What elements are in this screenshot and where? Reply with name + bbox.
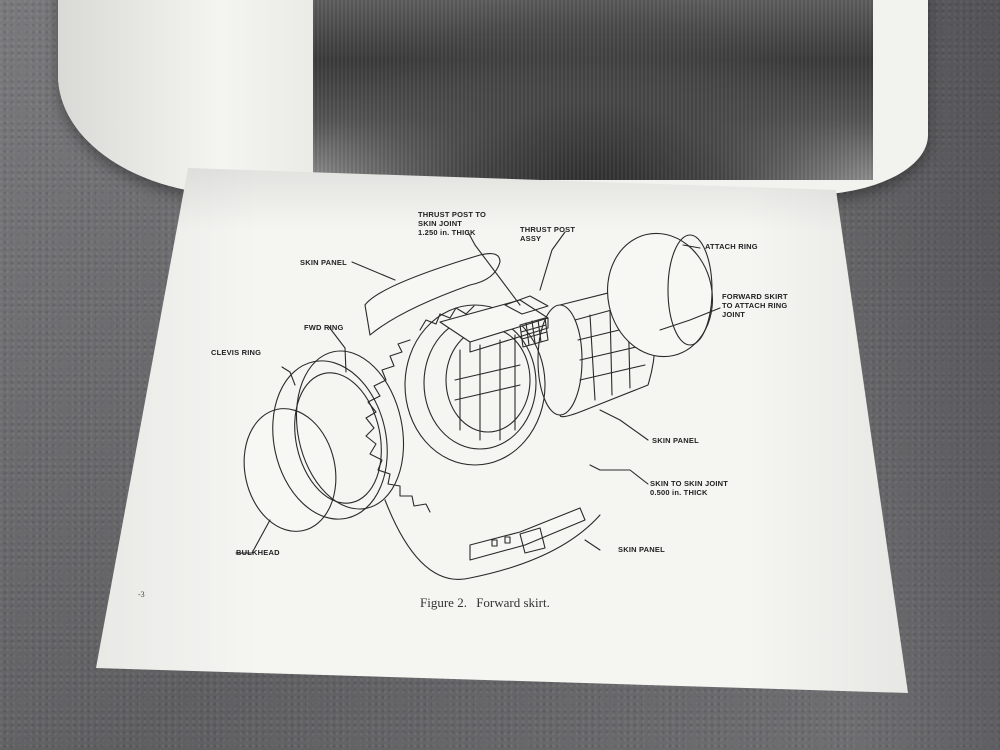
label-attach-ring: ATTACH RING xyxy=(705,242,758,251)
label-fwd-ring: FWD RING xyxy=(304,323,344,332)
label-line: SKIN JOINT xyxy=(418,219,463,228)
label-line: 1.250 in. THICK xyxy=(418,228,476,237)
photograph xyxy=(313,0,873,180)
label-line: SKIN TO SKIN JOINT xyxy=(650,479,729,488)
label-line: THRUST POST xyxy=(520,225,576,234)
label-line: ASSY xyxy=(520,234,542,243)
figure-caption-label: Figure 2. xyxy=(420,595,467,610)
label-line: FORWARD SKIRT xyxy=(722,292,788,301)
label-skin-panel-top: SKIN PANEL xyxy=(300,258,347,267)
label-skin-panel-bottom: SKIN PANEL xyxy=(618,545,665,554)
label-line: THRUST POST TO xyxy=(418,210,487,219)
label-line: 0.500 in. THICK xyxy=(650,488,708,497)
label-line: JOINT xyxy=(722,310,746,319)
figure-caption-text: Forward skirt. xyxy=(476,595,550,610)
page-number: -3 xyxy=(138,590,145,599)
label-skin-panel-right: SKIN PANEL xyxy=(652,436,699,445)
page-curl xyxy=(58,0,328,195)
label-clevis-ring: CLEVIS RING xyxy=(211,348,262,357)
document-page xyxy=(96,168,908,693)
label-skin-to-skin-joint: SKIN TO SKIN JOINT 0.500 in. THICK xyxy=(650,479,728,497)
label-thrust-post-joint: THRUST POST TO SKIN JOINT 1.250 in. THIC… xyxy=(418,210,486,237)
label-line: TO ATTACH RING xyxy=(722,301,788,310)
figure-caption: Figure 2. Forward skirt. xyxy=(420,595,550,611)
label-thrust-post-assy: THRUST POST ASSY xyxy=(520,225,575,243)
upper-page-photo xyxy=(58,0,928,195)
label-forward-skirt-joint: FORWARD SKIRT TO ATTACH RING JOINT xyxy=(722,292,788,319)
label-bulkhead: BULKHEAD xyxy=(236,548,280,557)
